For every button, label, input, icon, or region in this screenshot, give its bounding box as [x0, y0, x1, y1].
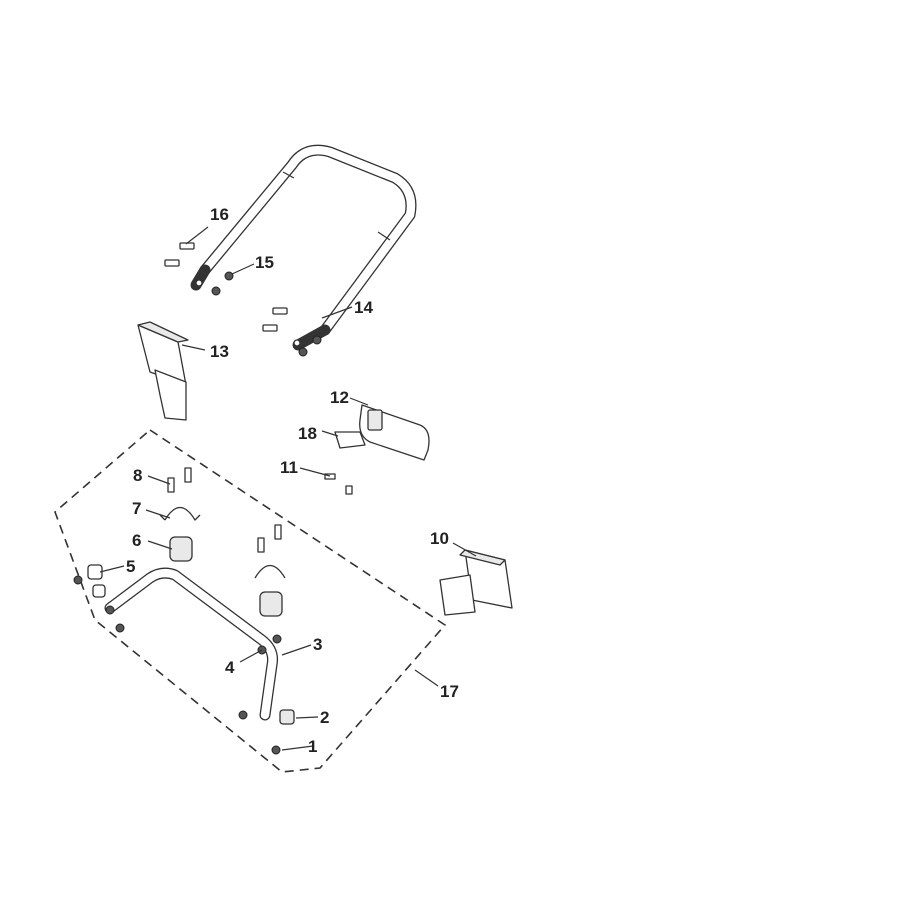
handle-bar-assembly [190, 144, 417, 351]
callout-18: 18 [298, 424, 317, 443]
callout-8: 8 [133, 466, 142, 485]
callout-7: 7 [132, 499, 141, 518]
nut-3 [272, 634, 282, 644]
bolt-set-8 [167, 467, 282, 553]
armrest-right-10 [439, 549, 513, 616]
screw-set-11 [324, 473, 353, 495]
callout-4: 4 [225, 658, 235, 677]
nut-set-15 [211, 271, 322, 357]
callout-15: 15 [255, 253, 274, 272]
callout-6: 6 [132, 531, 141, 550]
callout-14: 14 [354, 298, 373, 317]
callout-12: 12 [330, 388, 349, 407]
armrest-left-13 [137, 321, 189, 421]
callout-11: 11 [280, 458, 298, 477]
callout-1: 1 [308, 737, 317, 756]
callout-16: 16 [210, 205, 229, 224]
sway-bar-3 [104, 567, 278, 721]
arm-pad-12 [359, 404, 430, 461]
bushing-set-6 [169, 536, 283, 617]
callout-17: 17 [440, 682, 459, 701]
callout-5: 5 [126, 557, 135, 576]
callout-3: 3 [313, 635, 322, 654]
clamp-set-7 [159, 506, 286, 579]
callout-2: 2 [320, 708, 329, 727]
leader-lines [99, 226, 477, 751]
kit-boundary-dashed [54, 428, 447, 773]
bracket-18 [334, 431, 366, 449]
callout-13: 13 [210, 342, 229, 361]
callout-10: 10 [430, 529, 449, 548]
end-link-2 [238, 709, 295, 755]
end-link-5 [73, 564, 125, 633]
